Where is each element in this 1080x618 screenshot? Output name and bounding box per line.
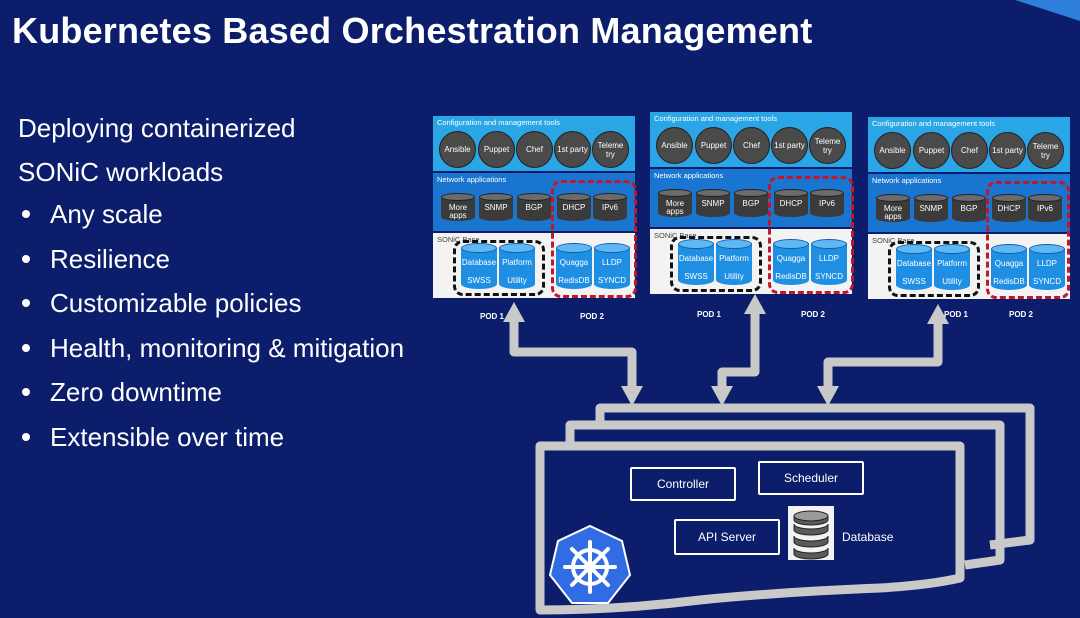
tool-chef: Chef [516, 131, 553, 168]
pod1-highlight [670, 236, 762, 292]
pod2-label: POD 2 [580, 312, 605, 321]
app-ipv6: IPv6 [1028, 194, 1062, 222]
sonic-stack-2: Configuration and management tools Ansib… [650, 112, 854, 319]
tool-puppet: Puppet [695, 127, 732, 164]
tool-1st-party: 1st party [554, 131, 591, 168]
bullet-item: Resilience [18, 237, 404, 282]
bullet-item: Zero downtime [18, 370, 404, 415]
network-apps-layer: Network applications More apps SNMP BGP … [868, 174, 1070, 232]
bullet-item: Extensible over time [18, 415, 404, 460]
bullet-item: Health, monitoring & mitigation [18, 326, 404, 371]
sonic-stack-1: Configuration and management tools Ansib… [433, 116, 637, 321]
slide-title: Kubernetes Based Orchestration Managemen… [12, 10, 813, 51]
bullet-dot-icon [22, 254, 30, 263]
tool-ansible: Ansible [439, 131, 476, 168]
pod2-highlight [551, 180, 637, 298]
scheduler-box: Scheduler [758, 461, 864, 495]
pod2-highlight [986, 181, 1070, 299]
bullet-dot-icon [22, 388, 30, 397]
tool-1st-party: 1st party [989, 132, 1026, 169]
app-dhcp: DHCP [774, 189, 808, 217]
api-server-box: API Server [674, 519, 780, 555]
tool-telemetry: Teleme try [809, 127, 846, 164]
tool-ansible: Ansible [874, 132, 911, 169]
kubernetes-logo-icon [548, 524, 632, 604]
tool-chef: Chef [951, 132, 988, 169]
config-tools-layer: Configuration and management tools Ansib… [650, 112, 852, 167]
bullet-item: Customizable policies [18, 281, 404, 326]
pod2-label: POD 2 [801, 310, 826, 319]
pod2-label: POD 2 [1009, 310, 1034, 319]
tool-1st-party: 1st party [771, 127, 808, 164]
pod1-highlight [888, 241, 980, 297]
bullet-item: Any scale [18, 192, 404, 237]
pod1-highlight [453, 240, 545, 296]
bullet-dot-icon [22, 343, 30, 352]
sonic-stack-3: Configuration and management tools Ansib… [868, 117, 1070, 319]
database-icon [788, 506, 834, 560]
app-snmp: SNMP [479, 193, 513, 221]
app-bgp: BGP [517, 193, 551, 221]
database-label: Database [842, 530, 894, 544]
controller-box: Controller [630, 467, 736, 501]
app-snmp: SNMP [696, 189, 730, 217]
bullet-dot-icon [22, 432, 30, 441]
tool-telemetry: Teleme try [592, 131, 629, 168]
app-ipv6: IPv6 [810, 189, 844, 217]
pod2-highlight [768, 176, 854, 294]
intro-text: Deploying containerized SONiC workloads [18, 113, 296, 187]
app-snmp: SNMP [914, 194, 948, 222]
app-bgp: BGP [952, 194, 986, 222]
tool-chef: Chef [733, 127, 770, 164]
app-ipv6: IPv6 [593, 193, 627, 221]
network-apps-layer: Network applications More apps SNMP BGP … [650, 169, 852, 227]
pod1-label: POD 1 [697, 310, 722, 319]
tool-puppet: Puppet [478, 131, 515, 168]
tool-puppet: Puppet [913, 132, 950, 169]
bullet-dot-icon [22, 299, 30, 308]
pod1-label: POD 1 [480, 312, 505, 321]
app-more-apps: More apps [658, 189, 692, 217]
bullet-dot-icon [22, 210, 30, 218]
config-tools-layer: Configuration and management tools Ansib… [433, 116, 635, 171]
tool-telemetry: Teleme try [1027, 132, 1064, 169]
app-more-apps: More apps [441, 193, 475, 221]
pod1-label: POD 1 [944, 310, 969, 319]
app-dhcp: DHCP [557, 193, 591, 221]
app-more-apps: More apps [876, 194, 910, 222]
bullet-list: Any scale Resilience Customizable polici… [18, 192, 404, 460]
config-tools-layer: Configuration and management tools Ansib… [868, 117, 1070, 172]
tool-ansible: Ansible [656, 127, 693, 164]
app-bgp: BGP [734, 189, 768, 217]
app-dhcp: DHCP [992, 194, 1026, 222]
